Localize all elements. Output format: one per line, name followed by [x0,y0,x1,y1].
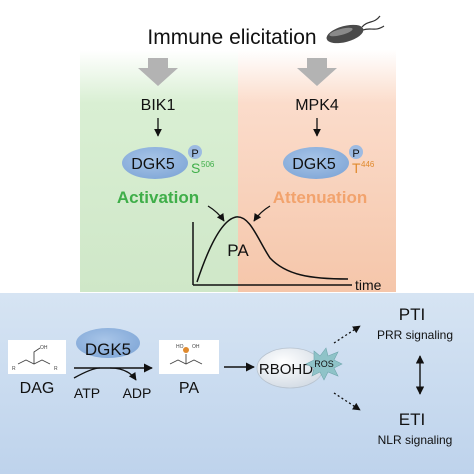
dgk5-ellipse-bottom [76,328,140,358]
adp-output-curve [109,367,137,381]
arrow-to-eti [333,392,361,411]
phosphate-group [183,347,189,353]
site-letter-t: T [352,160,361,176]
signal-arrow-left [138,58,178,86]
svg-text:HO: HO [176,344,184,350]
arrow-to-pti [333,325,361,344]
arrow-attenuation-to-pa [253,205,271,222]
dgk5-label-right: DGK5 [292,156,336,173]
rbohd-label: RBOHD [259,361,313,378]
dgk5-ellipse-right [283,147,349,179]
svg-text:R: R [12,366,16,372]
dag-structure-box [8,340,66,374]
dgk5-label-bottom: DGK5 [85,340,131,359]
kinase-mpk4: MPK4 [295,97,339,114]
atp-label: ATP [74,385,100,401]
eti-sublabel: NLR signaling [378,433,453,447]
dag-structure: OH R R [8,340,66,374]
svg-text:OH: OH [40,345,48,351]
pa-structure-box [159,340,219,374]
pa-time-course: PA time [192,216,382,293]
activation-label: Activation [117,188,199,207]
bacterium-icon [326,15,385,44]
site-letter-s: S [191,160,200,176]
kinase-bik1: BIK1 [141,97,176,114]
dgk5-label-left: DGK5 [131,156,175,173]
arrow-activation-to-pa [207,205,225,222]
dgk5-phosphorylated-t446: DGK5 P T 446 [283,145,375,179]
pa-structure: HO OH [159,340,219,374]
title: Immune elicitation [147,26,316,49]
phospho-badge-left [188,145,202,159]
svg-text:R: R [54,366,58,372]
curve-label-pa: PA [227,241,249,260]
time-axis-label: time [355,277,382,293]
signal-arrow-right [297,58,337,86]
dag-label: DAG [20,380,55,397]
phospho-p-right: P [352,148,359,160]
phospho-badge-right [349,145,363,159]
site-number-446: 446 [361,160,375,169]
svg-text:OH: OH [192,344,200,350]
dgk5-phosphorylated-s506: DGK5 P S 506 [122,145,215,179]
atp-input-curve [73,367,101,379]
dgk5-ellipse-left [122,147,188,179]
phospho-p-left: P [191,148,198,160]
ros-burst-icon [305,347,343,381]
pa-label: PA [179,380,199,397]
eti-label: ETI [399,410,425,429]
site-number-506: 506 [201,160,215,169]
pti-label: PTI [399,305,425,324]
attenuation-label: Attenuation [273,188,367,207]
pa-curve [196,216,349,283]
ros-label: ROS [314,359,334,369]
mechanism-panel [0,293,474,474]
adp-label: ADP [123,385,152,401]
pti-sublabel: PRR signaling [377,328,453,342]
